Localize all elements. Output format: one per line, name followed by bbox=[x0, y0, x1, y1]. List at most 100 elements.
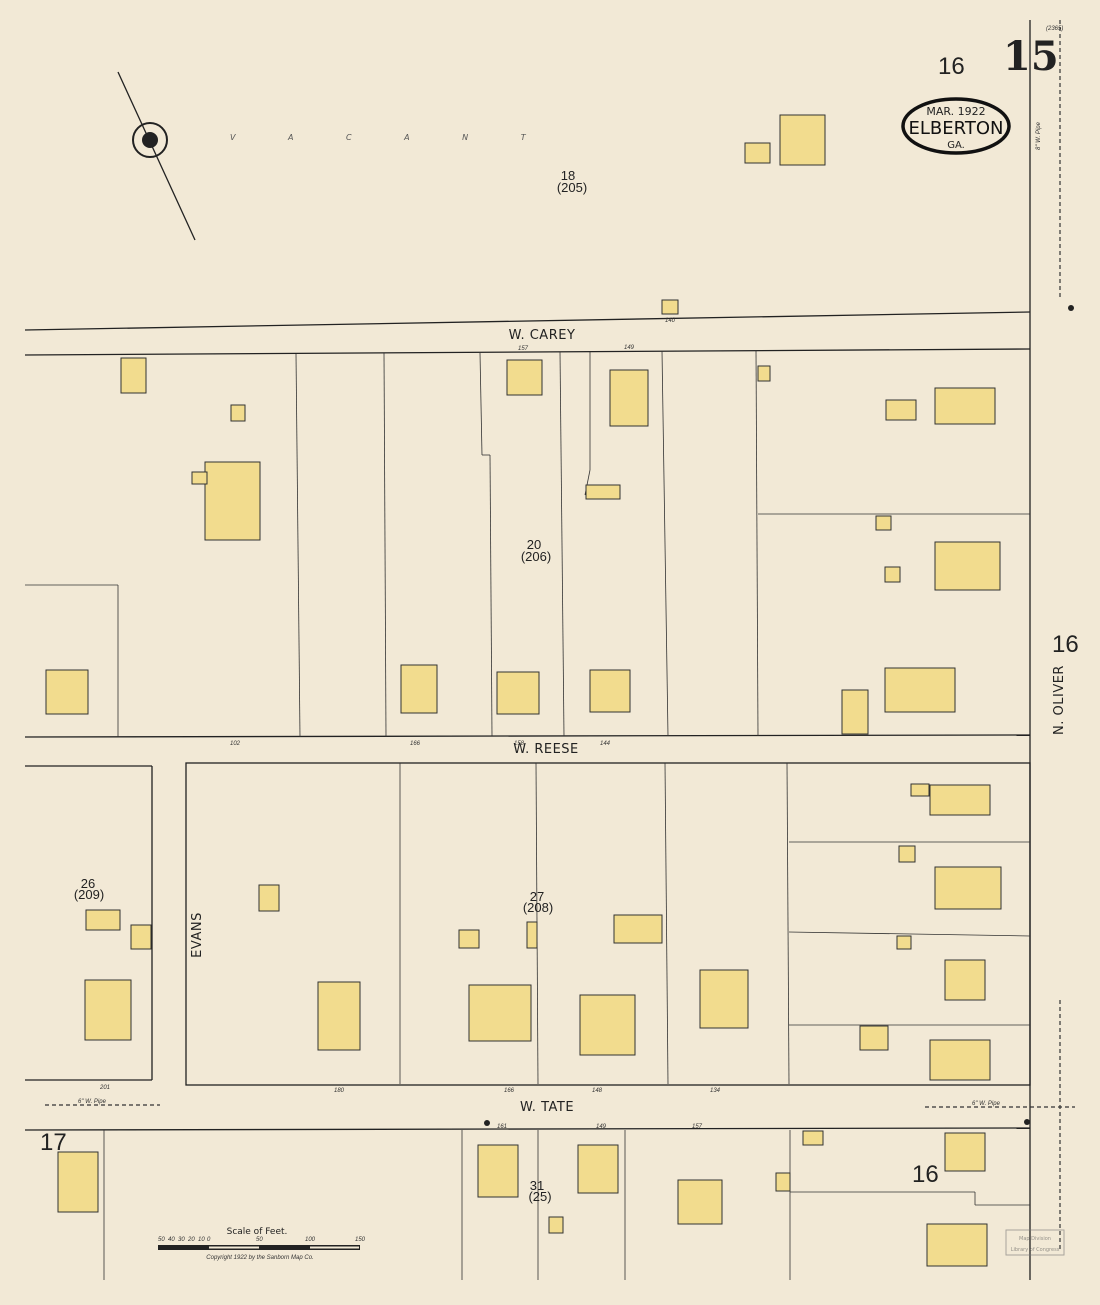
building bbox=[526, 921, 538, 949]
address: 166 bbox=[410, 741, 421, 747]
building bbox=[45, 669, 89, 715]
building bbox=[191, 471, 208, 485]
building bbox=[744, 142, 771, 164]
scale-tick: 50 bbox=[256, 1237, 263, 1243]
adjacent-sheet-top: 16 bbox=[938, 53, 965, 80]
building bbox=[929, 1039, 991, 1081]
building bbox=[802, 1130, 824, 1146]
building bbox=[934, 387, 996, 425]
street-label-w-tate: W. TATE bbox=[520, 1100, 574, 1115]
building-shed bbox=[859, 1025, 889, 1051]
building bbox=[884, 667, 956, 713]
scale-tick: 150 bbox=[355, 1237, 366, 1243]
building bbox=[896, 935, 912, 950]
street-lines bbox=[24, 20, 1031, 1280]
address: 157 bbox=[518, 346, 529, 352]
adjacent-sheet-right: 16 bbox=[1052, 631, 1079, 658]
svg-text:Map Division: Map Division bbox=[1019, 1236, 1051, 1242]
building bbox=[934, 866, 1002, 910]
cartouche-state: GA. bbox=[947, 140, 965, 151]
building bbox=[258, 884, 280, 912]
pipe-label: 6" W. Pipe bbox=[972, 1101, 1001, 1107]
address: 134 bbox=[710, 1088, 721, 1094]
building bbox=[496, 671, 540, 715]
sheet-number: 15 bbox=[1003, 33, 1059, 80]
building bbox=[400, 664, 438, 714]
address: 158 bbox=[514, 741, 525, 747]
building bbox=[699, 969, 749, 1029]
building bbox=[779, 114, 826, 166]
block-number: 18 bbox=[561, 168, 575, 183]
cartouche bbox=[901, 97, 1011, 155]
building bbox=[57, 1151, 99, 1213]
building bbox=[934, 541, 1001, 591]
address: 161 bbox=[497, 1124, 507, 1130]
building bbox=[661, 299, 679, 315]
building bbox=[841, 689, 869, 735]
address: 149 bbox=[624, 345, 635, 351]
building bbox=[929, 784, 991, 816]
svg-text:Library of Congress: Library of Congress bbox=[1011, 1247, 1060, 1253]
vacant-label: V A C A N T bbox=[230, 133, 551, 142]
building bbox=[875, 515, 892, 531]
copyright: Copyright 1922 by the Sanborn Map Co. bbox=[206, 1255, 313, 1261]
building bbox=[677, 1179, 723, 1225]
block-number: 26 bbox=[81, 876, 95, 891]
building bbox=[944, 959, 986, 1001]
street-label-evans: EVANS bbox=[190, 912, 205, 958]
address: 157 bbox=[692, 1124, 703, 1130]
street-label-w-carey: W. CAREY bbox=[509, 328, 576, 343]
address: 102 bbox=[230, 741, 241, 747]
building bbox=[130, 924, 152, 950]
building-shed bbox=[613, 914, 663, 944]
building bbox=[548, 1216, 564, 1234]
block-sub: (209) bbox=[74, 887, 104, 902]
scale-tick: 40 bbox=[168, 1237, 175, 1243]
block-number: 31 bbox=[530, 1178, 544, 1193]
block-number: 27 bbox=[530, 889, 544, 904]
lot-lines bbox=[25, 349, 1031, 1280]
scale-tick: 100 bbox=[305, 1237, 316, 1243]
hydrant-icon bbox=[1024, 1119, 1030, 1125]
block-sub: (206) bbox=[521, 549, 551, 564]
water-pipes bbox=[45, 20, 1075, 1250]
hydrant-icon bbox=[1068, 305, 1074, 311]
building bbox=[757, 365, 771, 382]
pipe-label: 8" W. Pipe bbox=[1036, 121, 1042, 150]
scale-tick: 30 bbox=[178, 1237, 185, 1243]
block-number: 20 bbox=[527, 537, 541, 552]
building bbox=[898, 845, 916, 863]
address: 149 bbox=[596, 1124, 607, 1130]
building bbox=[579, 994, 636, 1056]
address: 180 bbox=[334, 1088, 345, 1094]
building bbox=[944, 1132, 986, 1172]
adjacent-sheet-bottom-right: 16 bbox=[912, 1161, 939, 1188]
block-sub: (205) bbox=[557, 180, 587, 195]
north-arrow-icon bbox=[117, 71, 196, 241]
building bbox=[585, 484, 621, 500]
street-label-n-oliver: N. OLIVER bbox=[1052, 665, 1067, 735]
building bbox=[910, 783, 930, 797]
scale-tick: 10 bbox=[198, 1237, 205, 1243]
cartouche-date: MAR. 1922 bbox=[926, 105, 985, 118]
building bbox=[609, 369, 649, 427]
scale-bar: Scale of Feet. 50 40 30 20 10 0 50 100 1… bbox=[158, 1227, 366, 1261]
building bbox=[477, 1144, 519, 1198]
building bbox=[458, 929, 480, 949]
building bbox=[506, 359, 543, 396]
building bbox=[84, 979, 132, 1041]
cartouche-city: ELBERTON bbox=[909, 118, 1004, 139]
address: 166 bbox=[504, 1088, 515, 1094]
buildings bbox=[45, 114, 1002, 1267]
scale-tick: 20 bbox=[187, 1237, 195, 1243]
building bbox=[204, 461, 261, 541]
address: 140 bbox=[665, 318, 676, 324]
building bbox=[317, 981, 361, 1051]
building bbox=[468, 984, 532, 1042]
address: 148 bbox=[592, 1088, 603, 1094]
building-shed bbox=[885, 399, 917, 421]
pipe-label: 6" W. Pipe bbox=[78, 1099, 107, 1105]
sheet-ref: (2365) bbox=[1046, 26, 1063, 32]
building bbox=[775, 1172, 791, 1192]
